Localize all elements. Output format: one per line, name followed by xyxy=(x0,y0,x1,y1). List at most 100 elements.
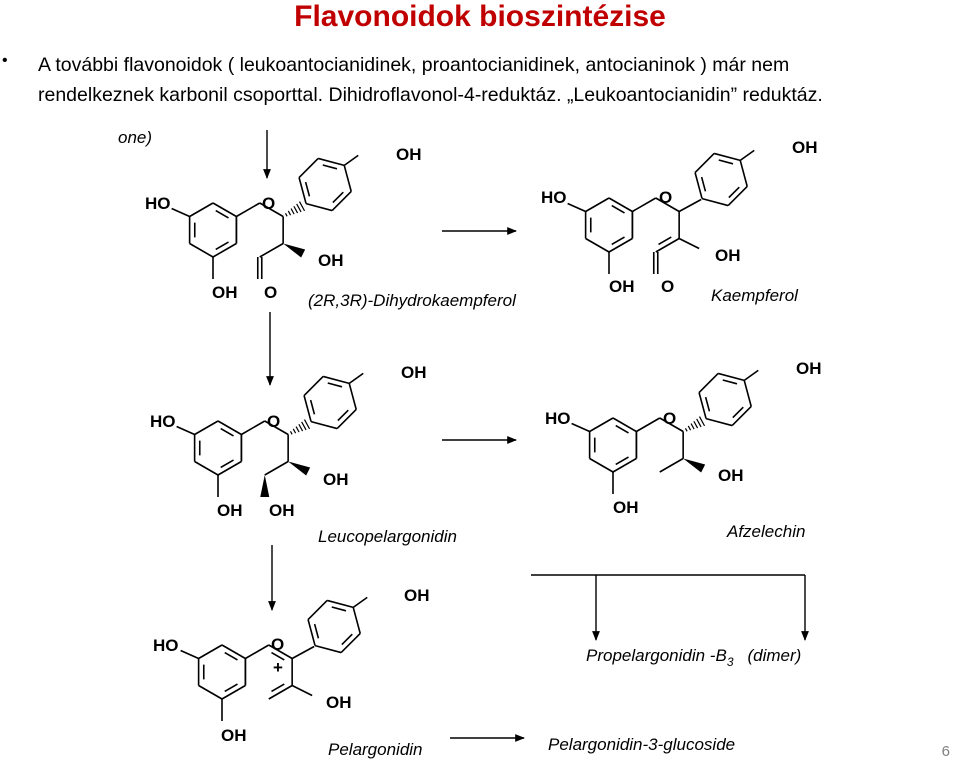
ring-bond xyxy=(694,172,703,199)
reaction-arrows xyxy=(263,130,809,742)
atom-oh: OH xyxy=(326,693,352,712)
atom-o: O xyxy=(271,635,284,654)
hash-bond xyxy=(289,430,293,435)
ring-bond xyxy=(264,420,289,436)
double-bond xyxy=(271,683,285,693)
atom-oh: OH xyxy=(269,501,295,520)
cut-label: one) xyxy=(118,128,152,147)
ring-bond xyxy=(217,420,242,436)
ring-bond xyxy=(608,197,633,213)
wedge-bond xyxy=(288,461,311,476)
ring-bond xyxy=(194,460,219,476)
propelargonidin-text: Propelargonidin -B xyxy=(586,646,727,665)
atom-o: O xyxy=(264,283,277,302)
ring-bond xyxy=(322,375,350,385)
double-bond xyxy=(271,651,285,661)
double-bond xyxy=(728,186,740,199)
atom-oh: OH xyxy=(718,466,744,485)
double-bond xyxy=(327,382,343,388)
double-bond xyxy=(215,209,229,219)
ring-bond xyxy=(731,405,752,427)
atom-oh: OH xyxy=(613,498,639,517)
double-bond xyxy=(700,176,707,192)
double-bond xyxy=(309,399,316,415)
ring-bond xyxy=(317,157,345,167)
ring-bond xyxy=(268,684,293,700)
hash-bond xyxy=(295,426,300,433)
ring-bond xyxy=(326,599,354,609)
aryl-bond xyxy=(678,198,702,213)
hash-bond xyxy=(696,418,702,428)
ring-bond xyxy=(264,460,289,476)
ring-bond xyxy=(198,644,223,660)
atom-plus: + xyxy=(273,658,283,677)
chemical-structures xyxy=(171,149,759,721)
ring-bond xyxy=(585,197,610,213)
atom-oh: OH xyxy=(396,145,422,164)
substituent-bond xyxy=(343,154,359,167)
label-pelargonidin: Pelargonidin xyxy=(328,740,423,759)
double-bond xyxy=(704,396,711,412)
ring-bond xyxy=(221,644,246,660)
ring-bond xyxy=(212,242,237,258)
substituent-bond xyxy=(567,202,586,213)
hash-bond xyxy=(292,428,297,434)
hash-bond xyxy=(293,205,299,214)
ring-bond xyxy=(655,197,680,213)
substituent-bond xyxy=(678,237,700,250)
atom-ho: HO xyxy=(545,409,571,428)
atom-ho: HO xyxy=(145,194,171,213)
ring-bond xyxy=(585,237,610,253)
ring-bond xyxy=(698,372,719,394)
double-bond xyxy=(331,606,347,612)
hash-bond xyxy=(303,419,311,430)
atom-oh: OH xyxy=(796,359,822,378)
substituent-bond xyxy=(352,596,368,609)
double-bond xyxy=(722,379,738,385)
ring-bond xyxy=(305,202,333,212)
structure-labels: one) HO O OH OH OH O (2R,3R)-Dihydrokaem… xyxy=(118,128,822,759)
ring-bond xyxy=(194,420,219,436)
label-kaempferol: Kaempferol xyxy=(711,286,799,305)
ring-bond xyxy=(701,197,729,207)
ring-bond xyxy=(739,160,749,187)
ring-bond xyxy=(303,375,324,397)
atom-o: O xyxy=(659,188,672,207)
double-bond xyxy=(658,236,672,246)
ring-bond xyxy=(608,237,633,253)
double-bond xyxy=(341,633,353,646)
hash-bond xyxy=(690,423,695,430)
label-glucoside: Pelargonidin-3-glucoside xyxy=(548,735,735,754)
atom-o: O xyxy=(661,277,674,296)
ring-bond xyxy=(727,185,748,207)
ring-bond xyxy=(352,607,362,634)
ring-bond xyxy=(655,237,680,253)
ring-bond xyxy=(298,177,307,204)
atom-oh: OH xyxy=(792,138,818,157)
substituent-bond xyxy=(743,369,759,382)
double-bond xyxy=(615,424,629,434)
ring-bond xyxy=(259,242,284,258)
double-bond xyxy=(732,406,744,419)
ring-bond xyxy=(221,684,246,700)
atom-o: O xyxy=(663,409,676,428)
ring-bond xyxy=(303,395,312,422)
bullet-text: A további flavonoidok ( leukoantocianidi… xyxy=(38,50,953,110)
ring-bond xyxy=(659,457,684,473)
atom-oh: OH xyxy=(715,246,741,265)
hash-bond xyxy=(698,416,706,427)
ring-bond xyxy=(743,380,753,407)
double-bond xyxy=(304,181,311,197)
ring-bond xyxy=(235,202,261,218)
ring-bond xyxy=(307,619,316,646)
ring-bond xyxy=(336,408,357,430)
wedge-bond xyxy=(283,243,306,258)
ring-bond xyxy=(694,152,715,174)
ring-bond xyxy=(589,457,614,473)
ring-bond xyxy=(259,202,284,218)
bullet-line-1: A további flavonoidok ( leukoantocianidi… xyxy=(38,54,790,76)
double-bond xyxy=(611,236,625,246)
bullet-line-2: rendelkeznek karbonil csoporttal. Dihidr… xyxy=(38,84,823,106)
ring-bond xyxy=(348,383,358,410)
ring-bond xyxy=(310,420,338,430)
